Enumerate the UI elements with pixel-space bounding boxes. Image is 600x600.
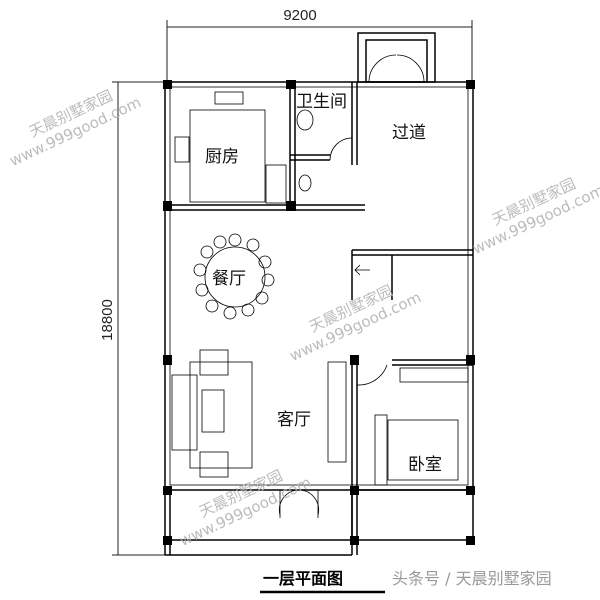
stove-icon bbox=[174, 136, 190, 163]
depth-dimension-line bbox=[112, 81, 165, 556]
bed bbox=[387, 419, 459, 481]
doors bbox=[279, 54, 425, 518]
room-label-bedroom: 卧室 bbox=[408, 455, 442, 475]
width-dimension-line bbox=[166, 20, 473, 85]
plan-title: 一层平面图 bbox=[263, 569, 343, 588]
coffee-table bbox=[201, 389, 225, 433]
washbasin-icon bbox=[298, 174, 312, 192]
sink-icon bbox=[214, 91, 244, 105]
tv-cabinet bbox=[327, 361, 347, 463]
credit-text: 头条号 / 天晨别墅家园 bbox=[392, 569, 552, 588]
columns bbox=[163, 80, 475, 545]
room-label-living: 客厅 bbox=[277, 410, 311, 430]
width-dimension: 9200 bbox=[283, 7, 316, 24]
depth-dimension: 18800 bbox=[99, 299, 116, 341]
toilet-icon bbox=[296, 109, 314, 131]
room-label-corridor: 过道 bbox=[392, 123, 426, 143]
armchair bbox=[199, 349, 229, 376]
room-label-dining: 餐厅 bbox=[212, 269, 246, 289]
kitchen-counter bbox=[189, 109, 266, 203]
walls bbox=[164, 32, 474, 556]
room-label-bathroom: 卫生间 bbox=[296, 92, 347, 112]
dining-chairs bbox=[193, 233, 275, 320]
room-label-kitchen: 厨房 bbox=[205, 147, 239, 167]
armchair bbox=[199, 451, 229, 478]
watermarks: 天晨别墅家园 www.999good.com 天晨别墅家园 www.999goo… bbox=[7, 87, 600, 550]
sofa bbox=[171, 374, 198, 451]
furniture bbox=[171, 91, 469, 486]
wardrobe bbox=[399, 367, 469, 383]
dining-table bbox=[204, 246, 266, 308]
